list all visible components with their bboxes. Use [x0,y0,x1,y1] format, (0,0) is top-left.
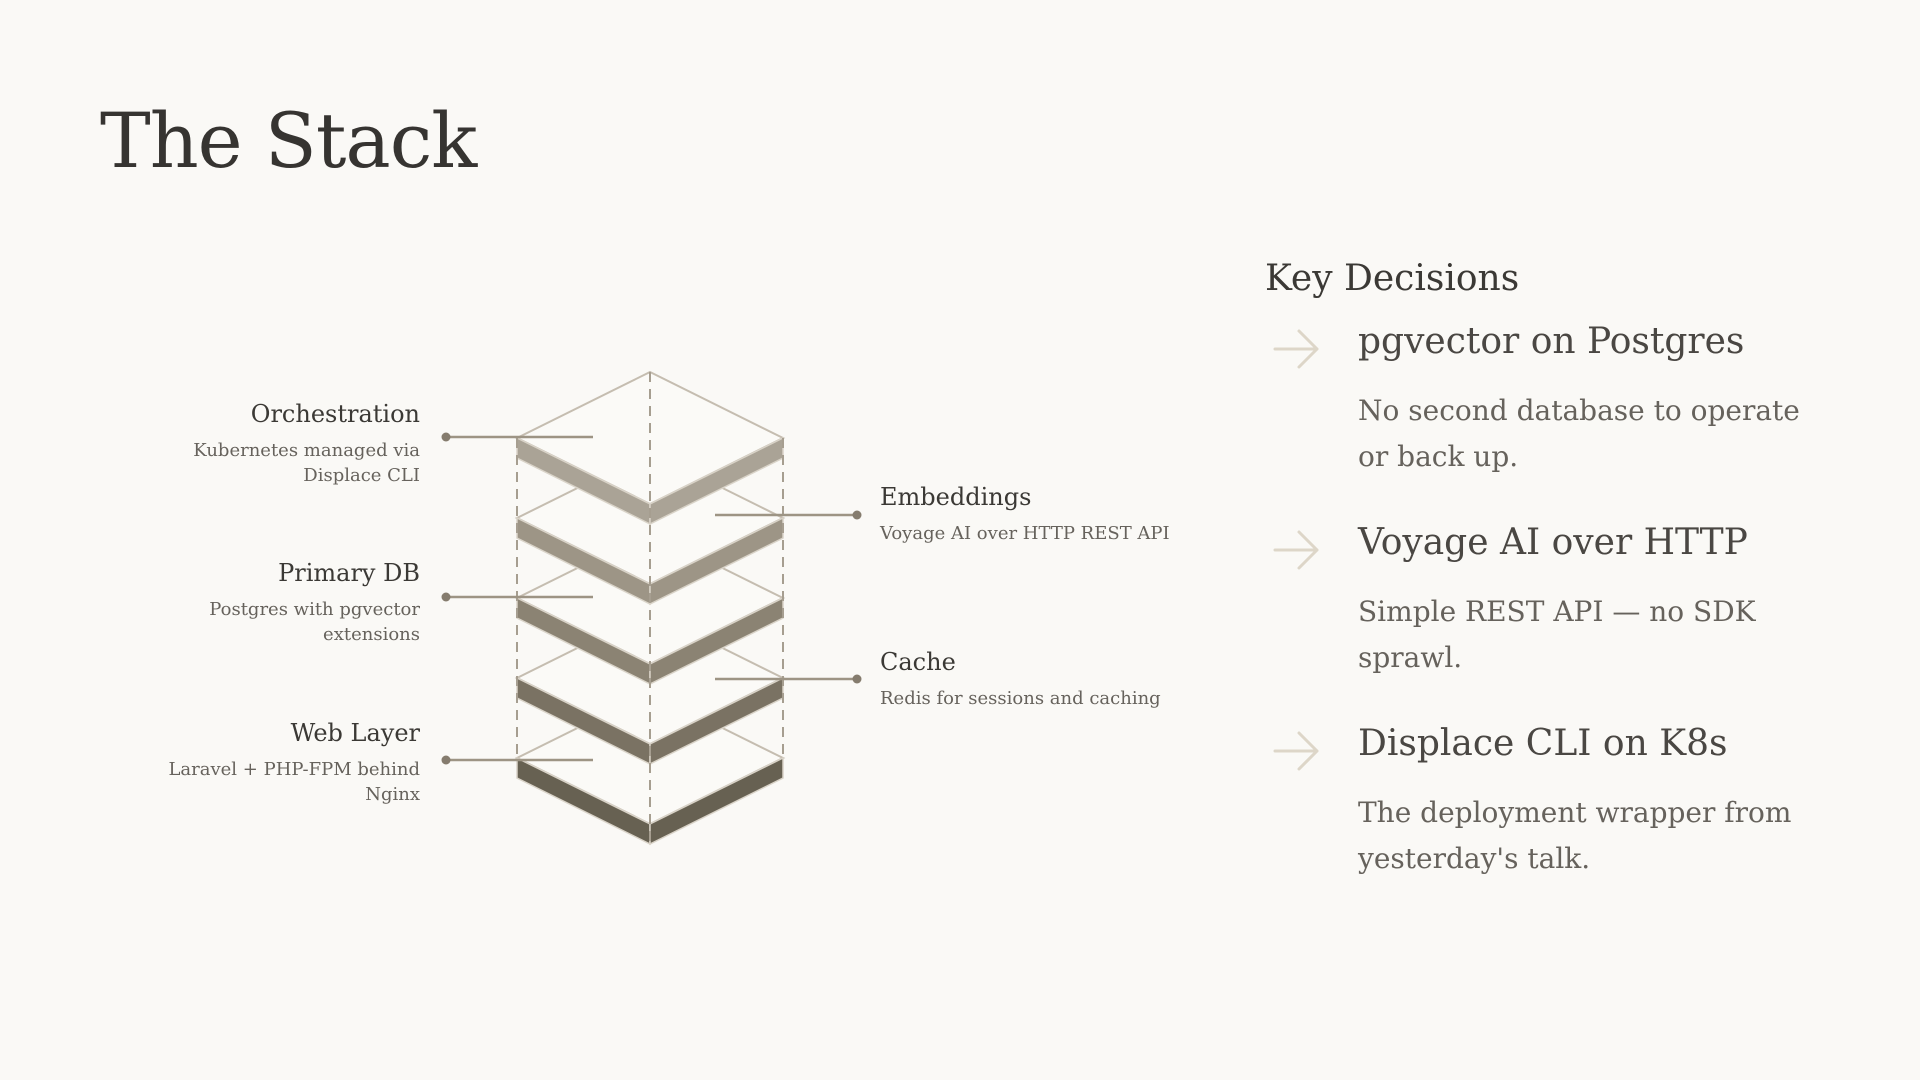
layer-name: Primary DB [278,559,420,587]
layer-label-primary-db: Primary DB Postgres with pgvector extens… [40,559,420,647]
key-decisions-title: Key Decisions [1265,258,1520,299]
page-title: The Stack [100,96,477,185]
layer-desc: Postgres with pgvector extensions [209,599,420,645]
layer-primary-db [514,530,786,686]
decision-title: Voyage AI over HTTP [1358,522,1748,563]
layer-desc: Redis for sessions and caching [880,688,1161,709]
connector-primary-db [441,592,593,602]
layer-name: Orchestration [250,400,420,428]
layer-cache [514,610,786,766]
layer-name: Web Layer [290,719,420,747]
connector-cache [715,674,862,684]
layer-label-web-layer: Web Layer Laravel + PHP-FPM behind Nginx [40,719,420,807]
layer-desc: Laravel + PHP-FPM behind Nginx [168,759,420,805]
key-decisions-panel: Key Decisions pgvector on Postgres No se… [1265,258,1835,924]
layer-label-embeddings: Embeddings Voyage AI over HTTP REST API [880,483,1210,546]
connector-web-layer [441,755,593,765]
arrow-right-icon [1273,329,1319,369]
connector-embeddings [715,510,862,520]
layer-name: Cache [880,648,956,676]
connector-orchestration [441,432,593,442]
layer-desc: Kubernetes managed via Displace CLI [193,440,420,486]
decision-title: pgvector on Postgres [1358,321,1745,362]
decision-item: Displace CLI on K8s The deployment wrapp… [1265,723,1835,882]
decision-item: pgvector on Postgres No second database … [1265,321,1835,480]
layer-name: Embeddings [880,483,1032,511]
layer-web [514,690,786,846]
decision-title: Displace CLI on K8s [1358,723,1728,764]
layer-embeddings [514,450,786,606]
layer-orchestration [514,370,786,526]
arrow-right-icon [1273,530,1319,570]
arrow-right-icon [1273,731,1319,771]
layer-desc: Voyage AI over HTTP REST API [880,523,1170,544]
layer-label-orchestration: Orchestration Kubernetes managed via Dis… [40,400,420,488]
decision-item: Voyage AI over HTTP Simple REST API — no… [1265,522,1835,681]
decision-desc: Simple REST API — no SDK sprawl. [1358,595,1756,674]
decision-desc: No second database to operate or back up… [1358,394,1800,473]
layer-label-cache: Cache Redis for sessions and caching [880,648,1210,711]
decision-desc: The deployment wrapper from yesterday's … [1358,796,1792,875]
